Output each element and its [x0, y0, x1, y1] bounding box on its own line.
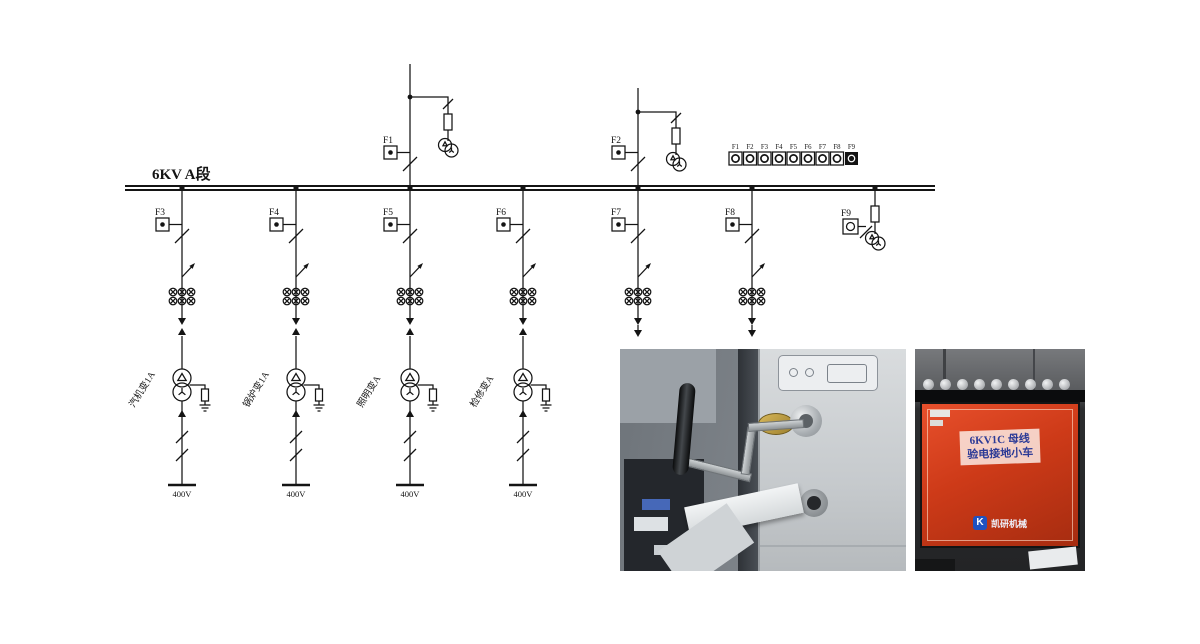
transformer-name: 锅炉变1A [240, 369, 272, 409]
transformer-icon [513, 368, 553, 412]
voltage-label: 400V [173, 489, 193, 499]
feeder-f5: F5 400V 照明变A [354, 190, 440, 499]
transformer-name: 检修变A [467, 373, 496, 409]
disconnector-icon [295, 262, 310, 278]
mimic-plate [778, 355, 878, 391]
voltage-label: 400V [514, 489, 534, 499]
plate-frame [827, 364, 867, 383]
strip-label: F6 [804, 144, 812, 151]
cable [943, 349, 946, 391]
bolt-icon [991, 379, 1002, 390]
feeder-f7: F7 [611, 190, 652, 338]
bolt-icon [940, 379, 951, 390]
bolt-icon [1025, 379, 1036, 390]
strip-label: F9 [848, 144, 856, 151]
breaker-icon [725, 217, 760, 244]
feeder-label: F4 [269, 208, 279, 218]
breaker-icon [269, 217, 304, 244]
feeder-f3: F3 400V 汽机变1A [126, 185, 212, 499]
logo-text: 凯研机械 [990, 518, 1027, 529]
panel-seam [760, 545, 906, 547]
white-bracket [1028, 546, 1078, 570]
voltage-transformer-icon [864, 230, 886, 251]
incoming-2-label: F2 [611, 136, 621, 146]
strip-label: F7 [819, 144, 827, 151]
crank-photo [620, 349, 906, 571]
feeder-f9: F9 [841, 185, 886, 251]
breaker-icon [611, 217, 646, 244]
bus-6kv-a: 6KV A段 [125, 165, 935, 191]
breaker-icon [611, 145, 646, 172]
feeder-label: F8 [725, 208, 735, 218]
incoming-1-label: F1 [383, 136, 393, 146]
logo-mark-icon: K [972, 516, 987, 530]
breaker-icon [383, 145, 418, 172]
disconnector-icon [751, 262, 766, 278]
strip-label: F2 [746, 144, 754, 151]
feeder-label: F7 [611, 208, 621, 218]
strip-label: F5 [790, 144, 798, 151]
trolley-label-line2: 验电接地小车 [967, 446, 1034, 462]
bolt-icon [1008, 379, 1019, 390]
feeder-label: F9 [841, 209, 851, 219]
strip-label: F8 [833, 144, 841, 151]
bolt-icon [1059, 379, 1070, 390]
incoming-feeder-1: F1 [383, 64, 459, 191]
bolt-icon [923, 379, 934, 390]
disconnector-icon [522, 262, 537, 278]
transformer-name: 照明变A [354, 373, 383, 409]
terminal-strip: F1 F2 F3 F4 F5 F6 F7 F8 F9 [728, 144, 858, 166]
fuse [671, 127, 681, 145]
transformer-icon [172, 368, 212, 412]
socket-hole [807, 496, 821, 510]
voltage-label: 400V [401, 489, 421, 499]
feeder-label: F3 [155, 208, 165, 218]
cable [1033, 349, 1035, 391]
plate-circle [789, 368, 798, 377]
feeder-f8: F8 [725, 185, 766, 338]
voltage-transformer-icon [665, 151, 687, 172]
fuse [443, 113, 453, 131]
breaker-icon [383, 217, 418, 244]
blue-sticker [642, 499, 670, 510]
transformer-name: 汽机变1A [126, 369, 158, 409]
white-sticker [634, 517, 668, 531]
bolt-icon [1042, 379, 1053, 390]
fuse [870, 205, 880, 223]
strip-label: F4 [775, 144, 783, 151]
base [915, 559, 955, 571]
lower-socket [800, 489, 828, 517]
feeder-f4: F4 400V 锅炉变1A [240, 185, 326, 499]
feeder-label: F5 [383, 208, 393, 218]
transformer-icon [286, 368, 326, 412]
breaker-icon [155, 217, 190, 244]
strip-label: F1 [732, 144, 739, 151]
feeder-f6: F6 400V 检修变A [467, 185, 553, 499]
incoming-feeder-2: F2 [611, 88, 687, 191]
small-sticker [930, 410, 950, 417]
plate-circle [805, 368, 814, 377]
small-sticker [930, 420, 943, 426]
feeder-label: F6 [496, 208, 506, 218]
disconnector-icon [409, 262, 424, 278]
trolley-front-panel: 6KV1C 母线 验电接地小车 K 凯研机械 [920, 402, 1080, 548]
strip-label: F3 [761, 144, 769, 151]
top-strip [915, 390, 1085, 402]
bus-label: 6KV A段 [152, 165, 210, 183]
bolt-icon [974, 379, 985, 390]
breaker-icon [496, 217, 531, 244]
panel-inner-frame [927, 409, 1073, 541]
trolley-photo: 6KV1C 母线 验电接地小车 K 凯研机械 [915, 349, 1085, 571]
trolley-label: 6KV1C 母线 验电接地小车 [959, 428, 1041, 466]
manufacturer-logo: K 凯研机械 [922, 516, 1078, 530]
bolt-icon [957, 379, 968, 390]
disconnector-icon [637, 262, 652, 278]
voltage-transformer-icon [437, 137, 459, 158]
voltage-label: 400V [287, 489, 307, 499]
cabinet-interior [620, 349, 716, 423]
disconnector-icon [181, 262, 196, 278]
transformer-icon [400, 368, 440, 412]
